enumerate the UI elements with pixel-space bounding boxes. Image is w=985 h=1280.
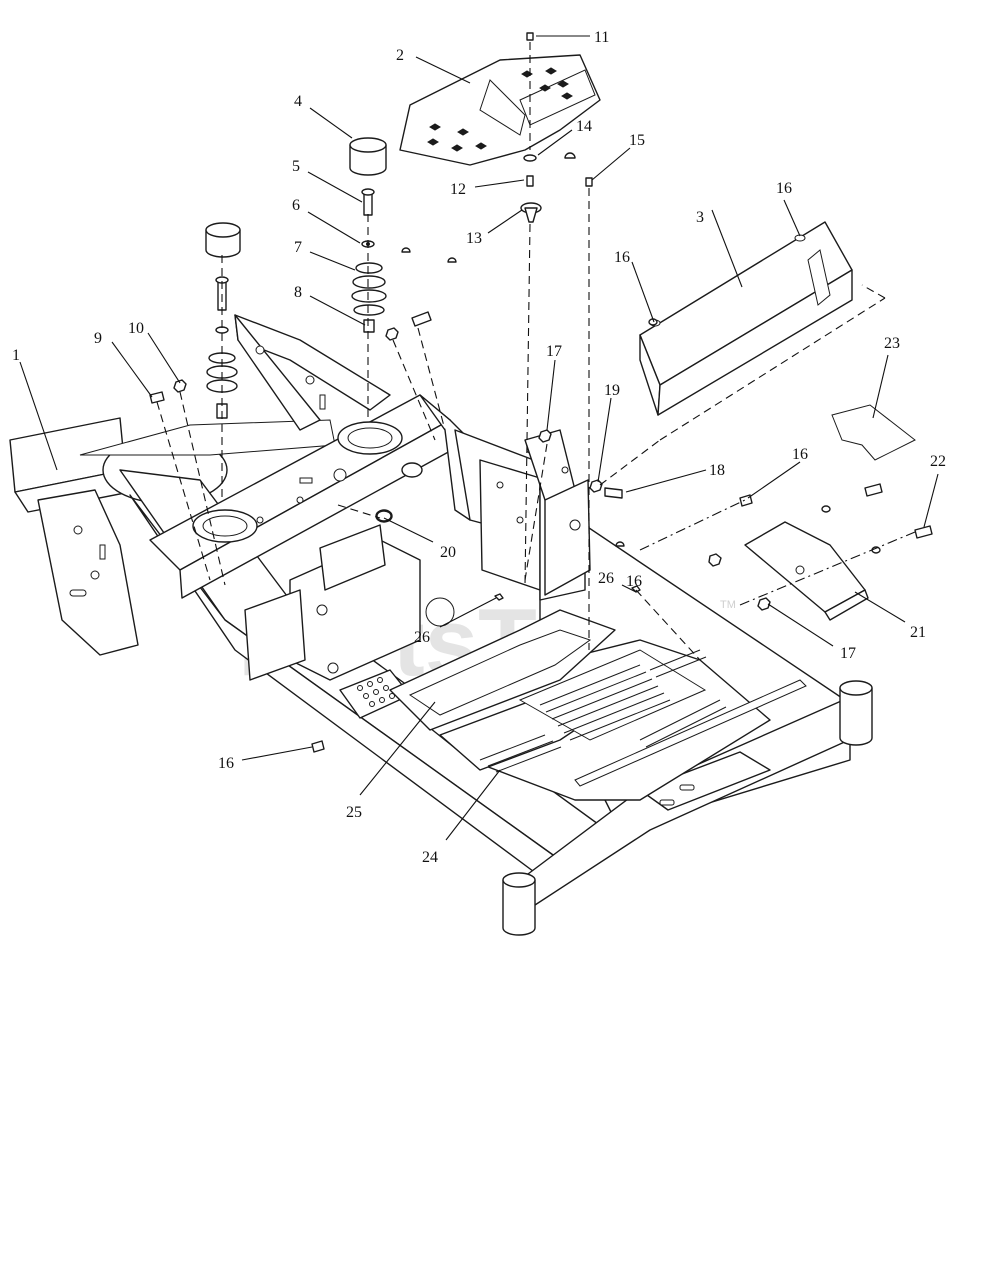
rear-bracket (524, 429, 591, 596)
callout-11: 11 (594, 29, 609, 46)
isolator-stack-right (349, 137, 387, 333)
part-3-rear-cover (639, 221, 853, 416)
callout-14: 14 (576, 118, 592, 135)
callout-16-cover-left: 16 (614, 249, 630, 266)
part-2-footrest-plate (399, 54, 601, 166)
callout-4: 4 (294, 93, 302, 110)
callout-17-bottom: 17 (840, 645, 856, 662)
callout-15: 15 (629, 132, 645, 149)
callout-19: 19 (604, 382, 620, 399)
leader-lines (19, 35, 939, 841)
callout-23: 23 (884, 335, 900, 352)
callout-9: 9 (94, 330, 102, 347)
hardware (149, 32, 933, 753)
callout-5: 5 (292, 158, 300, 175)
isolator-stack-left (205, 222, 241, 419)
callout-16-hidden: 16 (626, 573, 642, 590)
assembly-lines (156, 42, 916, 661)
callout-20: 20 (440, 544, 456, 561)
callouts: 1 2 3 4 5 6 7 8 9 10 11 12 13 14 15 16 1… (12, 29, 946, 866)
callout-18: 18 (709, 462, 725, 479)
callout-16-bottom: 16 (218, 755, 234, 772)
floor-pan (389, 609, 807, 801)
callout-3: 3 (696, 209, 704, 226)
watermark-trademark: TM (720, 599, 736, 611)
callout-26-right: 26 (598, 570, 614, 587)
callout-21: 21 (910, 624, 926, 641)
callout-26-left: 26 (414, 629, 430, 646)
callout-12: 12 (450, 181, 466, 198)
callout-13: 13 (466, 230, 482, 247)
callout-25: 25 (346, 804, 362, 821)
step-plate-holes (357, 677, 395, 707)
callout-17-top: 17 (546, 343, 562, 360)
frame-cross-member (149, 314, 586, 719)
callout-16-cover-right: 16 (776, 180, 792, 197)
part-23-shim (831, 404, 916, 461)
callout-24: 24 (422, 849, 438, 866)
callout-8: 8 (294, 284, 302, 301)
callout-2: 2 (396, 47, 404, 64)
callout-16-right: 16 (792, 446, 808, 463)
callout-10: 10 (128, 320, 144, 337)
callout-6: 6 (292, 197, 300, 214)
callout-1: 1 (12, 347, 20, 364)
part-21-bracket (744, 521, 869, 621)
callout-22: 22 (930, 453, 946, 470)
callout-7: 7 (294, 239, 302, 256)
